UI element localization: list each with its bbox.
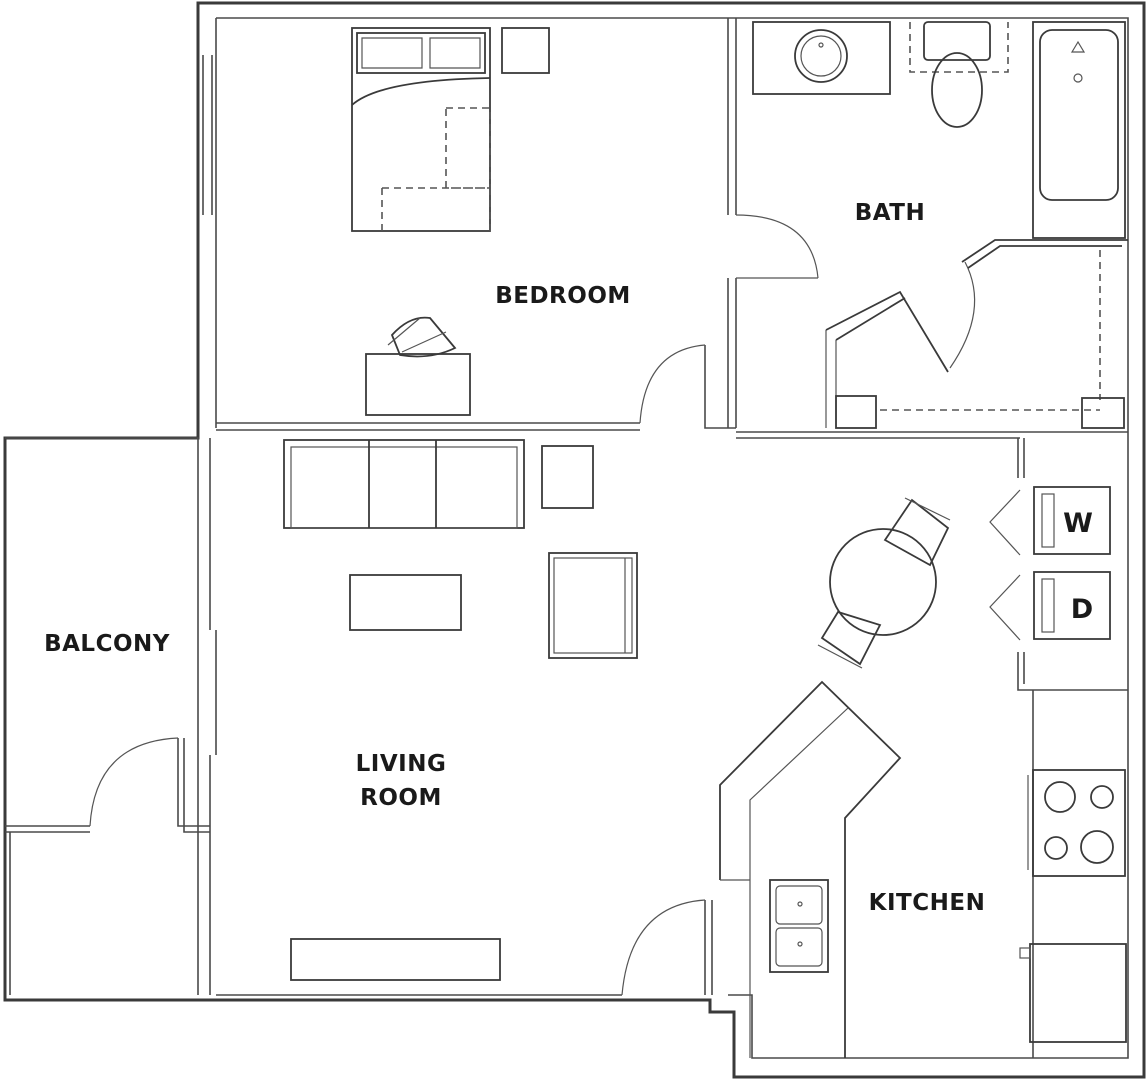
sofa	[283, 439, 525, 529]
bath-closet	[825, 239, 1128, 429]
tv-console	[290, 938, 501, 981]
nightstand	[501, 27, 550, 74]
desk-with-chair	[365, 316, 471, 416]
laundry-closet	[989, 486, 1111, 641]
doors	[89, 214, 976, 996]
side-table	[541, 445, 594, 509]
room-label-balcony: BALCONY	[44, 631, 170, 657]
room-label-living-line2: ROOM	[360, 785, 442, 811]
kitchen-counter	[719, 680, 902, 1058]
vanity-sink	[752, 21, 891, 95]
room-label-kitchen: KITCHEN	[869, 890, 986, 916]
dining-table	[817, 497, 951, 669]
toilet	[909, 21, 1009, 128]
stove	[1027, 769, 1126, 877]
dryer-label: D	[1071, 594, 1093, 625]
refrigerator	[1019, 943, 1127, 1043]
bathtub	[1032, 21, 1126, 239]
washer-label: W	[1063, 508, 1093, 539]
bed	[351, 27, 491, 232]
room-label-bedroom: BEDROOM	[495, 283, 631, 309]
kitchen-sink	[769, 879, 829, 973]
coffee-table	[349, 574, 462, 631]
armchair	[548, 552, 638, 659]
room-label-living-line1: LIVING	[356, 751, 447, 777]
room-label-bath: BATH	[855, 200, 925, 226]
